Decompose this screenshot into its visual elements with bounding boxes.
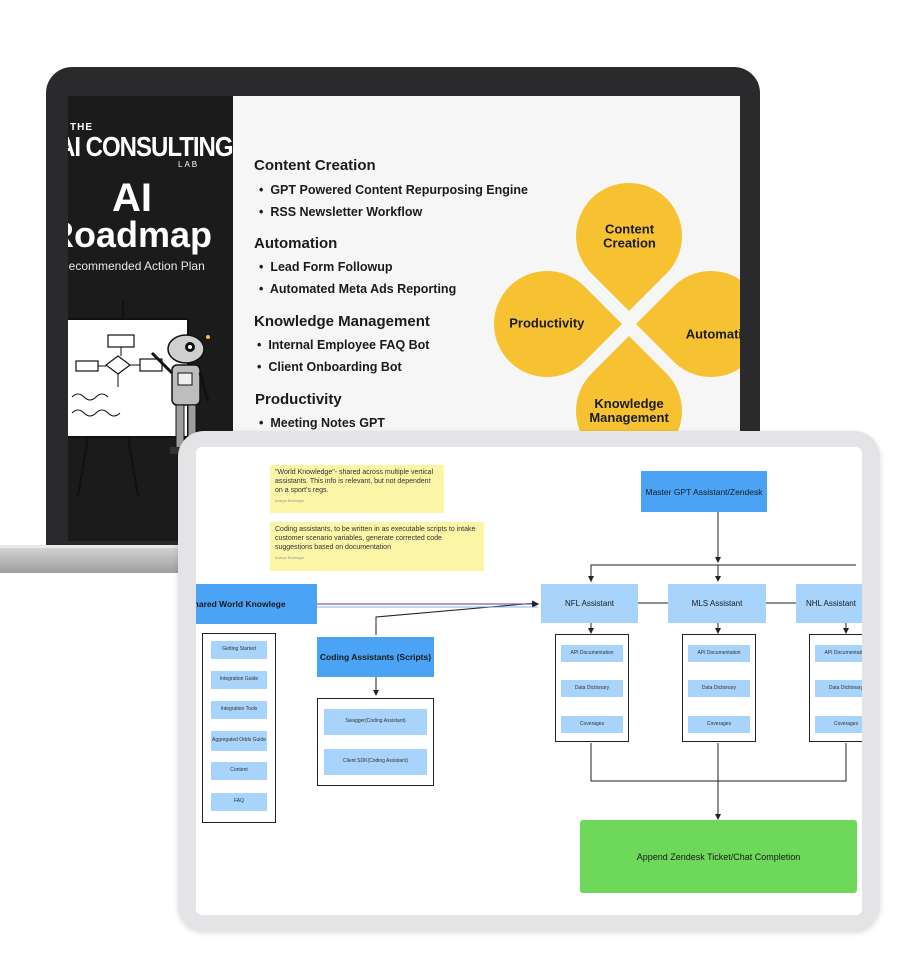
- slide-subtitle: Recommended Action Plan: [68, 259, 205, 273]
- list-item: • GPT Powered Content Repurposing Engine: [259, 183, 528, 197]
- list-item[interactable]: Coverages: [561, 716, 623, 733]
- brand-logo: AI CONSULTING: [68, 132, 233, 164]
- petal-right-label: Automation: [685, 326, 740, 342]
- list-item: • Meeting Notes GPT: [259, 416, 385, 430]
- flow-diagram: "World Knowledge"- shared across multipl…: [196, 447, 862, 915]
- note-text: "World Knowledge"- shared across multipl…: [275, 469, 434, 494]
- section-heading: Content Creation: [254, 157, 376, 174]
- list-item[interactable]: FAQ: [211, 793, 267, 811]
- list-item[interactable]: Integration Tools: [211, 701, 267, 719]
- note-author: Ananya Bhatnagar: [275, 556, 304, 561]
- list-item[interactable]: Swagger(Coding Assistant): [324, 709, 427, 735]
- list-item[interactable]: Integration Guide: [211, 671, 267, 689]
- list-item[interactable]: Coverages: [688, 716, 750, 733]
- list-item[interactable]: Getting Started: [211, 641, 267, 659]
- brand-the: THE: [70, 122, 93, 133]
- list-item[interactable]: Aggregated Odds Guide: [211, 731, 267, 751]
- list-item[interactable]: Content: [211, 762, 267, 780]
- list-item[interactable]: Coverages: [815, 716, 862, 733]
- robot-whiteboard-illustration: [68, 301, 210, 497]
- nfl-assistant-node[interactable]: NFL Assistant: [541, 584, 638, 623]
- list-item[interactable]: Data Dictionary: [561, 680, 623, 697]
- petal-left-label: Productivity: [509, 316, 585, 332]
- note-text: Coding assistants, to be written in as e…: [275, 526, 476, 551]
- section-heading: Automation: [254, 235, 338, 252]
- mls-assistant-node[interactable]: MLS Assistant: [668, 584, 766, 623]
- brand-lab: LAB: [178, 160, 200, 169]
- list-item[interactable]: Data Dictionary: [815, 680, 862, 697]
- list-item: • Automated Meta Ads Reporting: [259, 282, 457, 296]
- list-item: • Lead Form Followup: [259, 260, 393, 274]
- slide-left-panel: THE AI CONSULTING LAB AI Roadmap Recomme…: [68, 96, 233, 541]
- list-item[interactable]: Data Dictionary: [688, 680, 750, 697]
- list-item[interactable]: API Documentation: [561, 645, 623, 662]
- nhl-assistant-node[interactable]: NHL Assistant: [796, 584, 862, 623]
- roadmap-slide: THE AI CONSULTING LAB AI Roadmap Recomme…: [68, 96, 740, 541]
- append-zendesk-node[interactable]: Append Zendesk Ticket/Chat Completion: [580, 820, 857, 893]
- diagram-connectors: [317, 512, 856, 820]
- section-heading: Productivity: [255, 391, 342, 408]
- master-assistant-node[interactable]: Master GPT Assistant/Zendesk: [641, 471, 767, 512]
- sticky-note-coding-assistants[interactable]: Coding assistants, to be written in as e…: [270, 522, 484, 571]
- list-item[interactable]: API Documentation: [815, 645, 862, 662]
- list-item[interactable]: API Documentation: [688, 645, 750, 662]
- list-item: • RSS Newsletter Workflow: [259, 205, 423, 219]
- shared-knowledge-node[interactable]: Shared World Knowlege: [196, 584, 317, 624]
- section-heading: Knowledge Management: [254, 313, 430, 330]
- note-author: Ananya Bhatnagar: [275, 499, 304, 504]
- shared-knowledge-list: [202, 633, 276, 823]
- slide-title-ai: AI: [112, 176, 152, 220]
- coding-assistants-node[interactable]: Coding Assistants (Scripts): [317, 637, 434, 677]
- list-item: • Internal Employee FAQ Bot: [257, 338, 430, 352]
- laptop-base-highlight: [0, 545, 262, 548]
- slide-title-roadmap: Roadmap: [68, 214, 213, 255]
- list-item: • Client Onboarding Bot: [257, 360, 402, 374]
- list-item[interactable]: Client SDK(Coding Assistant): [324, 749, 427, 775]
- sticky-note-world-knowledge[interactable]: "World Knowledge"- shared across multipl…: [270, 465, 444, 513]
